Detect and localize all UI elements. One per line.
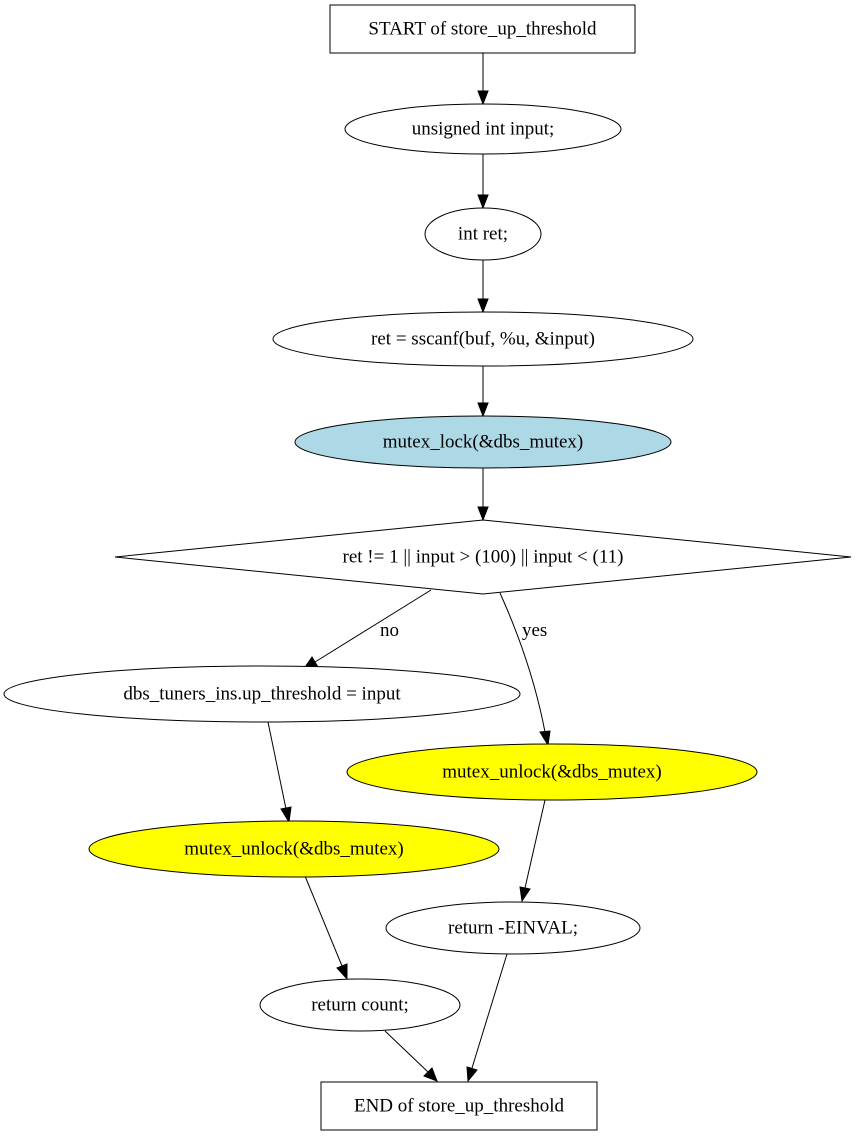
edge-return-einval-to-end: [466, 953, 508, 1083]
node-decl-input: unsigned int input;: [344, 103, 622, 155]
decl-input-ellipse: [344, 103, 622, 155]
edge-decl-input-to-decl-ret: [477, 153, 489, 210]
end-label: END of store_up_threshold: [354, 1096, 565, 1117]
node-return-count: return count;: [259, 978, 461, 1032]
edge-assign-to-unlock-no: [267, 721, 292, 824]
unlock-yes-ellipse: [346, 743, 758, 801]
assign-label: dbs_tuners_ins.up_threshold = input: [123, 684, 401, 705]
decision-label: ret != 1 || input > (100) || input < (11…: [343, 547, 624, 568]
edge-decision-to-assign: [301, 589, 432, 671]
sscanf-ellipse: [272, 311, 694, 367]
assign-ellipse: [3, 665, 521, 723]
edge-label-no: no: [380, 620, 399, 641]
node-start: START of store_up_threshold: [329, 4, 636, 54]
edge-unlock-yes-to-return-einval: [519, 799, 546, 903]
unlock-no-label: mutex_unlock(&dbs_mutex): [184, 839, 404, 860]
edge-label-yes: yes: [522, 620, 547, 641]
start-label: START of store_up_threshold: [368, 19, 597, 40]
edge-lock-to-decision: [477, 467, 489, 522]
return-count-label: return count;: [311, 995, 409, 1016]
node-return-einval: return -EINVAL;: [385, 901, 641, 955]
sscanf-label: ret = sscanf(buf, %u, &input): [371, 329, 595, 350]
node-unlock-yes: mutex_unlock(&dbs_mutex): [346, 743, 758, 801]
edge-start-to-decl-input: [477, 53, 489, 106]
lock-ellipse: [294, 415, 672, 469]
edge-decision-to-unlock-yes: [499, 592, 551, 747]
end-box: [320, 1081, 598, 1131]
unlock-yes-label: mutex_unlock(&dbs_mutex): [442, 762, 662, 783]
node-decision: ret != 1 || input > (100) || input < (11…: [114, 519, 852, 595]
decl-input-label: unsigned int input;: [412, 119, 555, 140]
node-assign: dbs_tuners_ins.up_threshold = input: [3, 665, 521, 723]
node-unlock-no: mutex_unlock(&dbs_mutex): [88, 820, 500, 878]
decision-diamond: [114, 519, 852, 595]
return-einval-label: return -EINVAL;: [448, 918, 578, 939]
unlock-no-ellipse: [88, 820, 500, 878]
edge-decl-ret-to-sscanf: [477, 260, 489, 314]
lock-label: mutex_lock(&dbs_mutex): [383, 432, 584, 453]
edge-unlock-no-to-return-count: [304, 875, 348, 981]
decl-ret-ellipse: [424, 207, 542, 261]
edge-return-count-to-end: [384, 1030, 438, 1082]
node-lock: mutex_lock(&dbs_mutex): [294, 415, 672, 469]
node-sscanf: ret = sscanf(buf, %u, &input): [272, 311, 694, 367]
node-decl-ret: int ret;: [424, 207, 542, 261]
return-einval-ellipse: [385, 901, 641, 955]
return-count-ellipse: [259, 978, 461, 1032]
decl-ret-label: int ret;: [458, 224, 508, 245]
node-end: END of store_up_threshold: [320, 1081, 598, 1131]
start-box: [329, 4, 636, 54]
edge-sscanf-to-lock: [477, 366, 489, 418]
